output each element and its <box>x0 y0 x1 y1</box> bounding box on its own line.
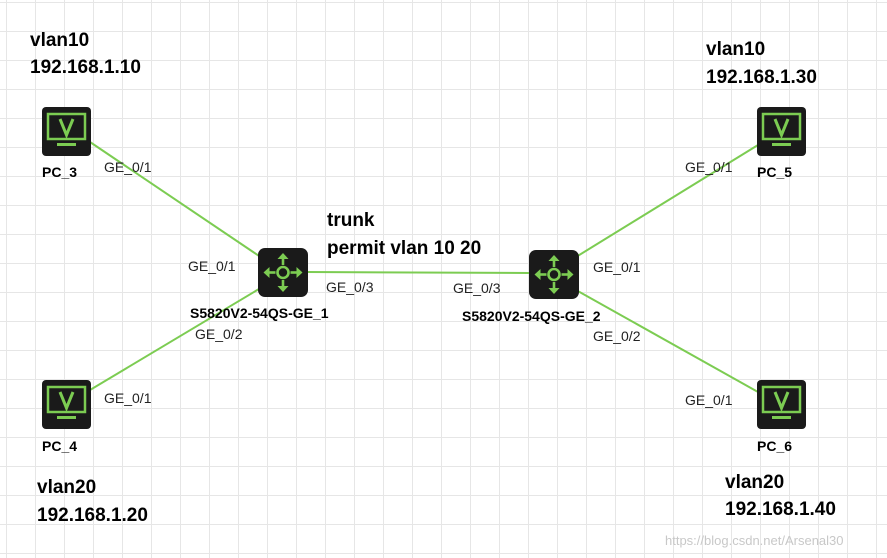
port-label-pc4: GE_0/1 <box>104 390 152 406</box>
pc-4-vlan: vlan20 <box>37 477 96 498</box>
trunk-label: trunk <box>327 210 375 231</box>
port-label-pc5: GE_0/1 <box>685 159 733 175</box>
monitor-icon <box>757 107 806 156</box>
pc-5-ip: 192.168.1.30 <box>706 67 817 88</box>
pc-3-label: PC_3 <box>42 164 77 180</box>
pc-6-vlan: vlan20 <box>725 472 784 493</box>
layer3-switch-icon <box>529 250 579 299</box>
switch-2-label: S5820V2-54QS-GE_2 <box>462 308 601 324</box>
monitor-icon <box>757 380 806 429</box>
watermark: https://blog.csdn.net/Arsenal30 <box>665 533 844 548</box>
layer3-switch-icon <box>258 248 308 297</box>
switch-1[interactable]: S5820V2-54QS-GE_1 <box>190 248 329 321</box>
monitor-icon <box>42 107 91 156</box>
pc-3-vlan: vlan10 <box>30 30 89 51</box>
link-sw2-pc6 <box>575 289 759 393</box>
pc-4[interactable]: PC_4 <box>42 380 91 454</box>
pc-4-ip: 192.168.1.20 <box>37 505 148 526</box>
port-label-sw2-ge02: GE_0/2 <box>593 328 641 344</box>
link-sw2-pc5 <box>575 144 759 258</box>
link-pc3-sw1 <box>89 141 269 263</box>
link-sw1-sw2 <box>305 271 531 274</box>
pc-5-vlan: vlan10 <box>706 39 765 60</box>
port-label-sw1-ge03: GE_0/3 <box>326 279 374 295</box>
port-label-sw2-ge03: GE_0/3 <box>453 280 501 296</box>
pc-3-ip: 192.168.1.10 <box>30 57 141 78</box>
port-label-sw1-ge02: GE_0/2 <box>195 326 243 342</box>
switch-1-label: S5820V2-54QS-GE_1 <box>190 305 329 321</box>
port-label-pc6: GE_0/1 <box>685 392 733 408</box>
pc-3[interactable]: PC_3 <box>42 107 91 180</box>
switch-2[interactable]: S5820V2-54QS-GE_2 <box>462 250 601 324</box>
pc-6-label: PC_6 <box>757 438 792 454</box>
pc-4-label: PC_4 <box>42 438 77 454</box>
pc-5-label: PC_5 <box>757 164 792 180</box>
pc-5[interactable]: PC_5 <box>757 107 806 180</box>
trunk-permit-label: permit vlan 10 20 <box>327 238 481 259</box>
pc-6-ip: 192.168.1.40 <box>725 499 836 520</box>
port-label-pc3: GE_0/1 <box>104 159 152 175</box>
link-pc4-sw1 <box>89 285 265 391</box>
pc-6[interactable]: PC_6 <box>757 380 806 454</box>
port-label-sw2-ge01: GE_0/1 <box>593 259 641 275</box>
port-label-sw1-ge01: GE_0/1 <box>188 258 236 274</box>
monitor-icon <box>42 380 91 429</box>
